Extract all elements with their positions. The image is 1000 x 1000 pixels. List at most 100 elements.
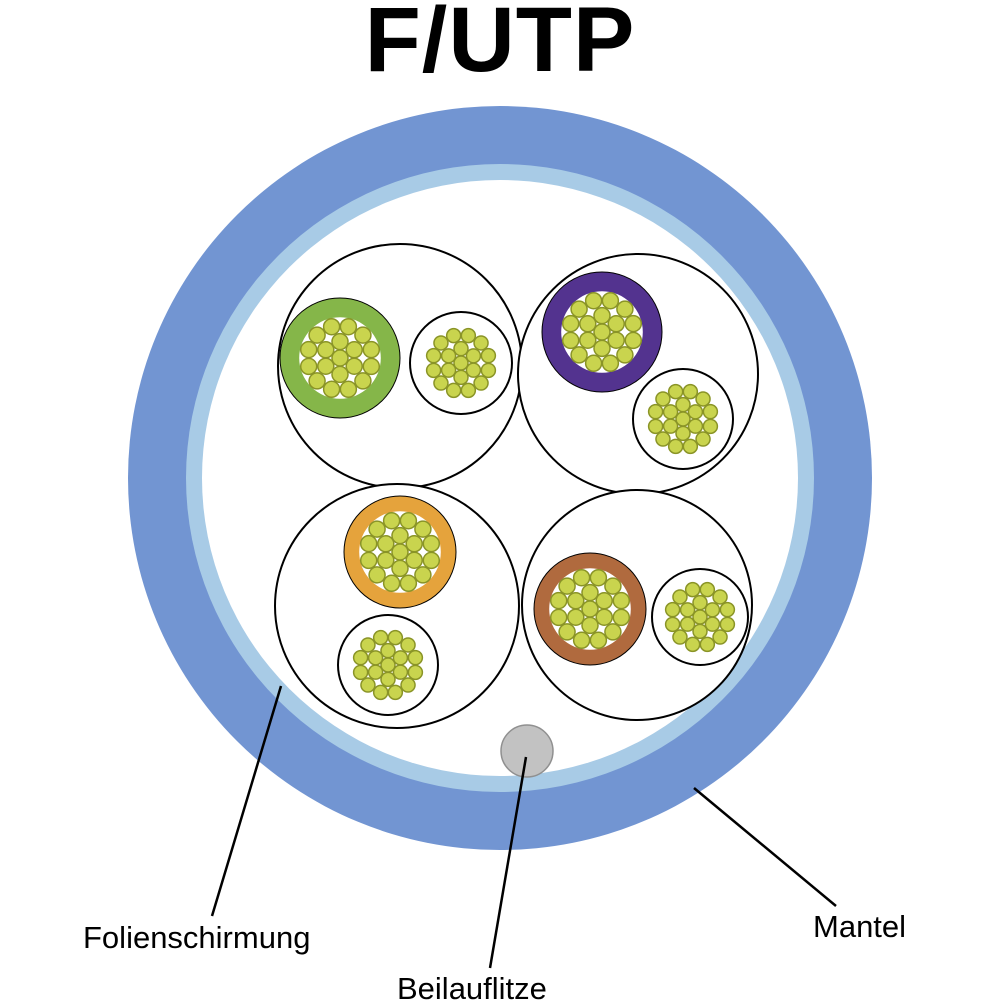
pair-brown-white-strand [719, 616, 736, 633]
pair-brown-strand [581, 583, 599, 602]
pair-brown-strand [572, 568, 591, 587]
pair-orange-white-strand [380, 642, 396, 659]
pair-orange-strand [414, 566, 432, 584]
pair-violet-strand [624, 331, 643, 350]
pair-orange-white-strand [372, 684, 389, 701]
pair-brown-strand [612, 608, 631, 627]
pair-brown-white-strand [672, 629, 688, 645]
pair-violet-white-strand [687, 418, 704, 434]
pair-violet-strand [616, 300, 634, 318]
pair-violet-strand [579, 331, 597, 349]
pair-orange-strand [368, 566, 386, 584]
pair-violet-white-strand [662, 404, 679, 420]
pair-orange-strand [391, 559, 409, 578]
pair-green-strand [362, 357, 381, 376]
beilauflitze-pointer-line [488, 756, 528, 969]
pair-brown-strand [558, 623, 576, 641]
pair-orange-white-strand [407, 664, 424, 681]
pair-green-strand [331, 365, 349, 384]
pair-violet-white-strand [675, 396, 691, 413]
pair-green-white-strand [465, 348, 482, 364]
pair-orange-strand [377, 551, 395, 569]
pair-brown-strand [589, 631, 608, 650]
pair-violet-strand [601, 354, 620, 373]
pair-brown-strand [572, 631, 591, 650]
pair-violet-strand [616, 346, 634, 364]
pair-violet-white-strand [647, 403, 664, 420]
pair-violet-strand [593, 306, 611, 325]
pair-green-white-strand [425, 347, 442, 364]
pair-green-white-strand [445, 382, 462, 399]
pair-brown-strand [558, 577, 576, 595]
pair-green-white-strand [480, 362, 497, 379]
pair-violet-strand [561, 331, 580, 350]
pair-violet-white-strand [682, 438, 699, 455]
pair-brown-white-strand [699, 581, 716, 598]
pair-violet-white-strand [655, 391, 671, 407]
pair-brown-white-strand [664, 601, 681, 618]
pair-violet-white-strand [667, 383, 684, 400]
pair-orange-white-strand [367, 664, 384, 680]
label-folienschirmung: Folienschirmung [83, 920, 311, 955]
pair-orange-strand [391, 543, 409, 561]
pair-brown-strand [567, 592, 585, 610]
pair-orange-white-strand [360, 677, 376, 693]
pair-green-strand [331, 332, 349, 351]
pair-brown-white-strand [704, 616, 721, 632]
pair-orange-white-strand [407, 649, 424, 666]
pair-green-strand [339, 317, 358, 336]
pair-brown-white-strand [672, 589, 688, 605]
pair-green-strand [322, 317, 341, 336]
pair-violet-strand [561, 314, 580, 333]
pair-green-strand [299, 340, 318, 359]
pair-brown-white-strand [719, 601, 736, 618]
pair-green-strand [345, 357, 363, 375]
pair-violet-white-strand [667, 438, 684, 455]
pair-brown-strand [595, 608, 613, 626]
pair-orange-strand [382, 574, 401, 593]
pair-orange-white-strand [380, 671, 396, 688]
pair-violet-strand [570, 300, 588, 318]
pair-violet-white-strand [702, 418, 719, 435]
pair-green-white-strand [473, 375, 489, 391]
drain-wire [500, 724, 554, 778]
pair-green-strand [308, 326, 326, 344]
pair-orange-strand [422, 551, 441, 570]
pair-green-white-strand [460, 327, 477, 344]
pair-brown-white-strand [712, 589, 728, 605]
pair-orange-white-strand [367, 650, 384, 666]
pair-orange-strand [405, 535, 423, 553]
pair-violet-strand [584, 354, 603, 373]
pair-orange-white-strand [380, 657, 396, 673]
pair-green-white-strand [425, 362, 442, 379]
pair-orange-white-strand [387, 629, 404, 646]
pair-brown-white-strand [692, 594, 708, 611]
pair-green-strand [308, 372, 326, 390]
pair-green-strand [299, 357, 318, 376]
pair-green-white-strand [445, 327, 462, 344]
pair-orange-strand [399, 574, 418, 593]
label-mantel: Mantel [813, 909, 907, 944]
pair-green-white-strand [480, 347, 497, 364]
pair-orange-white-strand [400, 637, 416, 653]
pair-green-white-strand [433, 335, 449, 351]
pair-orange-strand [368, 520, 386, 538]
pair-orange-white-strand [392, 650, 409, 666]
pair-brown-strand [549, 591, 568, 610]
pair-green-white-strand [440, 348, 457, 364]
pair-violet-white-strand [675, 425, 691, 442]
pair-violet-strand [593, 339, 611, 358]
pair-orange-white-strand [400, 677, 416, 693]
pair-green-white-strand [440, 362, 457, 378]
label-beilauflitze: Beilauflitze [397, 971, 547, 1000]
pair-orange-strand [359, 551, 378, 570]
pair-orange-strand [391, 526, 409, 545]
pair-green-white-strand [465, 362, 482, 378]
pair-brown-white-strand [679, 602, 696, 618]
pair-green-white-strand [453, 340, 469, 357]
pair-green-white-strand [433, 375, 449, 391]
pair-orange-strand [399, 511, 418, 530]
pair-brown-strand [612, 591, 631, 610]
pair-brown-white-strand [712, 629, 728, 645]
